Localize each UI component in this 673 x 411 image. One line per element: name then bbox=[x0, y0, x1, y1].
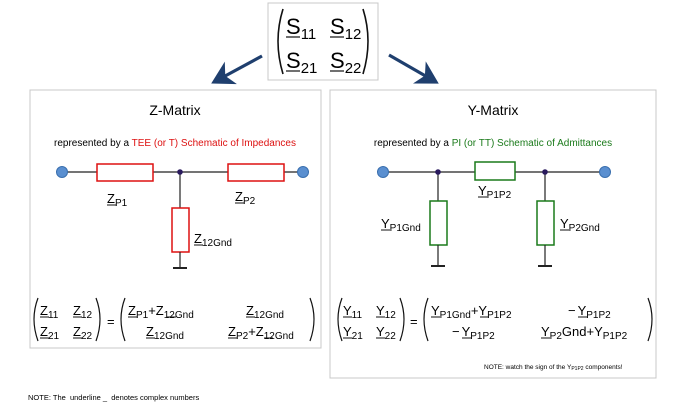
z21-symbol: Z21 bbox=[40, 324, 60, 342]
y-junction-right bbox=[542, 169, 548, 175]
y11-symbol: Y11 bbox=[343, 303, 362, 321]
z-panel-title: Z-Matrix bbox=[149, 102, 200, 118]
y22-symbol: Y22 bbox=[376, 324, 396, 342]
z-gnd-resistor bbox=[171, 207, 190, 253]
z11-symbol: Z11 bbox=[40, 303, 59, 321]
s-matrix-box: S11 S12 S21 S22 bbox=[267, 2, 379, 81]
y-p1p2-label: YP1P2 bbox=[478, 183, 512, 201]
z-rhs-r1c1: ZP1+Z12Gnd bbox=[128, 303, 194, 321]
y-rhs-r2c2: YP2Gnd+YP1P2 bbox=[541, 324, 628, 342]
z22-symbol: Z22 bbox=[73, 324, 93, 342]
z-port2-node bbox=[297, 166, 309, 178]
z-p2-label: ZP2 bbox=[235, 189, 256, 207]
y-panel-border bbox=[329, 89, 657, 379]
y-p1p2-resistor bbox=[474, 161, 516, 181]
z-matrix-equation: Z11 Z12 Z21 Z22 = ZP1+Z12Gnd Z12Gnd Z12G… bbox=[33, 297, 315, 342]
y-port2-node bbox=[599, 166, 611, 178]
y-p1gnd-resistor bbox=[429, 200, 448, 246]
y12-symbol: Y12 bbox=[376, 303, 396, 321]
y-matrix-equation: Y11 Y12 Y21 Y22 = YP1Gnd+YP1P2 −YP1P2 −Y… bbox=[337, 297, 653, 342]
y-p2gnd-resistor bbox=[536, 200, 555, 246]
y21-symbol: Y21 bbox=[343, 324, 363, 342]
z12-symbol: Z12 bbox=[73, 303, 93, 321]
y-panel-title: Y-Matrix bbox=[468, 102, 519, 118]
y-rhs-r2c1: −YP1P2 bbox=[452, 324, 495, 342]
s22-symbol: S22 bbox=[330, 48, 361, 77]
s12-symbol: S12 bbox=[330, 14, 361, 43]
y-p1gnd-label: YP1Gnd bbox=[381, 216, 421, 234]
z-rhs-r1c2: Z12Gnd bbox=[246, 303, 284, 321]
z-port1-node bbox=[56, 166, 68, 178]
y-panel-caption: represented by a PI (or TT) Schematic of… bbox=[374, 138, 612, 149]
z-panel-caption: represented by a TEE (or T) Schematic of… bbox=[54, 138, 296, 149]
z-gnd-label: Z12Gnd bbox=[194, 231, 232, 249]
y-rhs-r1c2: −YP1P2 bbox=[568, 303, 611, 321]
z-p2-resistor bbox=[227, 163, 285, 182]
y-equals: = bbox=[410, 314, 418, 329]
y-panel: Y-Matrix represented by a PI (or TT) Sch… bbox=[329, 89, 657, 379]
z-p1-resistor bbox=[96, 163, 154, 182]
z-rhs-r2c1: Z12Gnd bbox=[146, 324, 184, 342]
s11-symbol: S11 bbox=[286, 14, 316, 43]
arrow-to-z bbox=[211, 54, 263, 85]
y-junction-left bbox=[435, 169, 441, 175]
y-sign-note: NOTE: watch the sign of the YP1P2 compon… bbox=[484, 364, 623, 372]
z-junction bbox=[177, 169, 183, 175]
s21-symbol: S21 bbox=[286, 48, 317, 77]
z-p1-label: ZP1 bbox=[107, 191, 128, 209]
z-equals: = bbox=[107, 314, 115, 329]
y-p2gnd-label: YP2Gnd bbox=[560, 216, 600, 234]
s-right-paren bbox=[362, 8, 369, 75]
arrow-to-y bbox=[388, 53, 439, 84]
y-port1-node bbox=[377, 166, 389, 178]
y-rhs-r1c1: YP1Gnd+YP1P2 bbox=[431, 303, 512, 321]
z-rhs-r2c2: ZP2+Z12Gnd bbox=[228, 324, 294, 342]
z-panel: Z-Matrix represented by a TEE (or T) Sch… bbox=[29, 89, 322, 349]
s-left-paren bbox=[277, 8, 284, 75]
footnote: NOTE: The underline _ denotes complex nu… bbox=[28, 393, 199, 402]
